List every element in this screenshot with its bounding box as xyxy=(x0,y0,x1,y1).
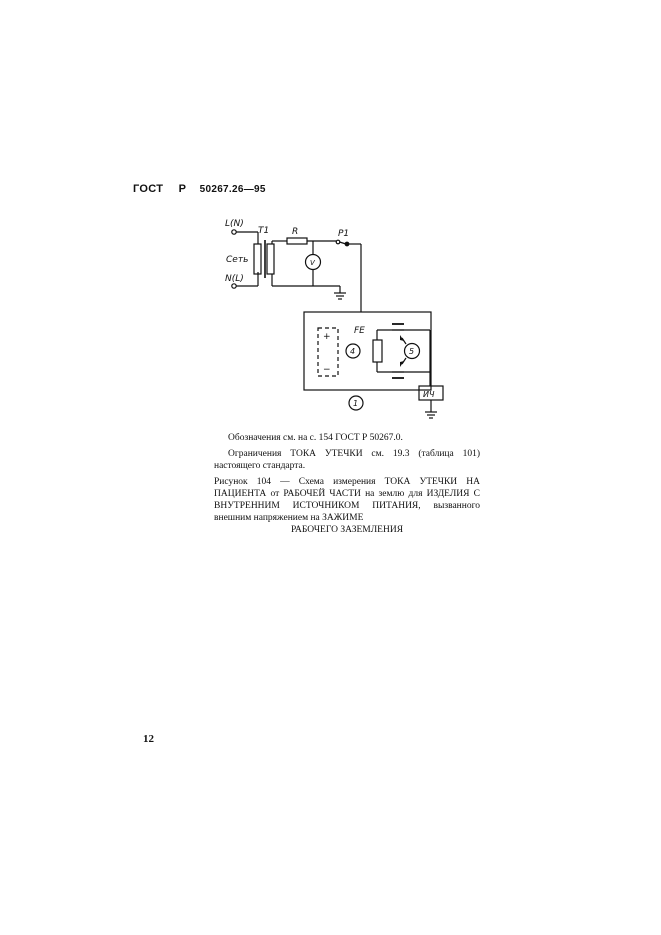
resistor-r xyxy=(286,237,308,245)
document-header: ГОСТ Р 50267.26—95 xyxy=(133,183,266,195)
figure-caption-text: Рисунок 104 — Схема измерения ТОКА УТЕЧК… xyxy=(214,477,480,523)
transformer-secondary xyxy=(266,243,275,275)
header-standard-number: 50267.26—95 xyxy=(199,184,266,195)
label-mains: Сеть xyxy=(226,255,248,265)
applied-part xyxy=(403,342,421,360)
header-prefix: ГОСТ xyxy=(133,183,164,195)
figure-notes: Обозначения см. на с. 154 ГОСТ Р 50267.0… xyxy=(214,432,480,540)
ref-circle-4 xyxy=(345,343,361,359)
internal-resistor xyxy=(372,339,383,363)
page-number: 12 xyxy=(143,733,154,745)
label-p1: P1 xyxy=(338,229,349,239)
label-4: 4 xyxy=(350,347,355,356)
figure-caption: Рисунок 104 — Схема измерения ТОКА УТЕЧК… xyxy=(214,476,480,536)
equipment-enclosure xyxy=(303,311,432,391)
terminal-l xyxy=(231,229,237,235)
limits-note: Ограничения ТОКА УТЕЧКИ см. 19.3 (таблиц… xyxy=(214,449,480,471)
label-5: 5 xyxy=(409,347,414,356)
transformer-primary xyxy=(253,243,262,275)
label-voltmeter: V xyxy=(310,259,316,267)
voltmeter xyxy=(304,253,322,271)
ref-circle-1 xyxy=(348,395,364,411)
terminal-n xyxy=(231,283,237,289)
label-n-l: N(L) xyxy=(225,274,244,284)
label-fe: FE xyxy=(354,326,365,336)
internal-power-source xyxy=(317,327,339,377)
label-1: 1 xyxy=(353,399,358,408)
label-t1: T1 xyxy=(258,226,269,236)
label-r: R xyxy=(292,227,298,237)
header-letter: Р xyxy=(178,183,187,195)
label-measuring-device: ИЧ xyxy=(423,390,435,399)
label-minus: − xyxy=(323,365,331,375)
label-plus: + xyxy=(323,332,331,342)
figure-caption-end: РАБОЧЕГО ЗАЗЕМЛЕНИЯ xyxy=(290,525,404,535)
switch-p1-contact xyxy=(335,239,341,245)
designations-note: Обозначения см. на с. 154 ГОСТ Р 50267.0… xyxy=(228,433,403,443)
label-l-n: L(N) xyxy=(225,219,244,229)
